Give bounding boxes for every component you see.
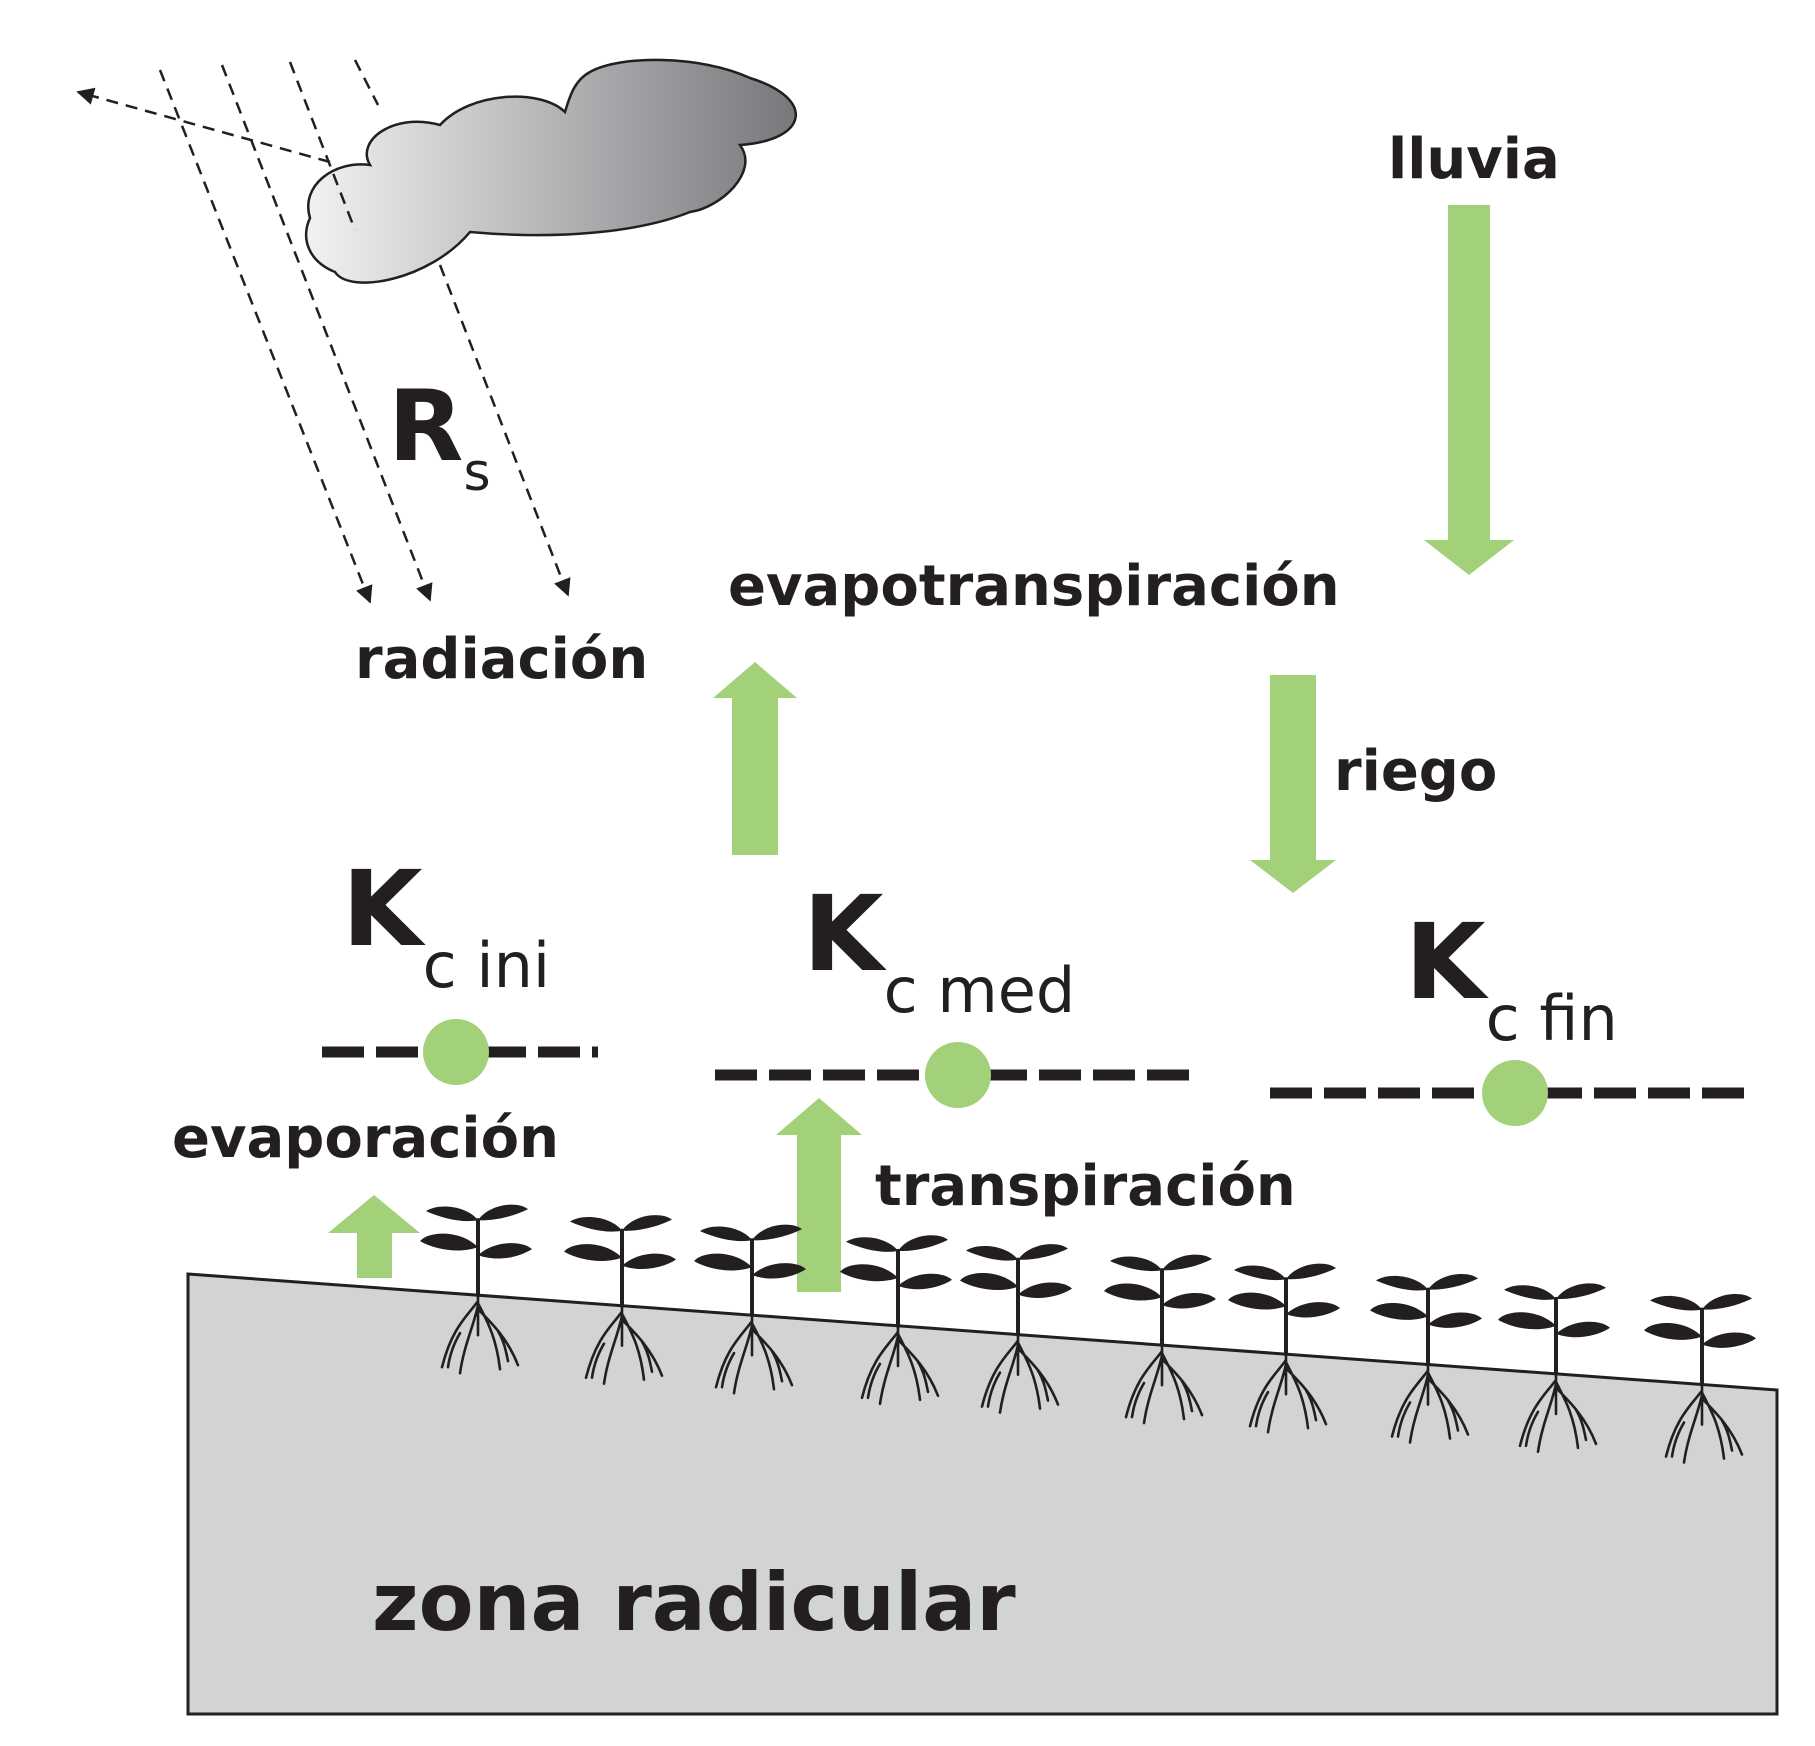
kc-fin-dot [1482, 1060, 1548, 1126]
radiation-ray-3 [288, 61, 357, 231]
kc-fin-label: Kc fin [1405, 901, 1618, 1055]
rain-arrow [1424, 205, 1514, 575]
soil-root-zone [186, 1272, 1779, 1716]
evapotranspiration-arrow [713, 662, 797, 855]
kc-ini-dot [423, 1019, 489, 1085]
irrigation-label: riego [1334, 739, 1497, 804]
radiation-ray-1 [158, 69, 373, 604]
radiation-ray-2 [220, 64, 433, 602]
radiation-ray-4 [353, 59, 380, 106]
transpiration-arrow [776, 1098, 862, 1292]
kc-ini-label: Kc ini [342, 848, 550, 1002]
evapotranspiration-label: evapotranspiración [728, 554, 1340, 619]
evaporation-arrow [328, 1195, 420, 1278]
transpiration-label: transpiración [875, 1154, 1296, 1219]
cloud-icon [304, 58, 797, 284]
radiation-label: radiación [355, 627, 648, 692]
evaporation-label: evaporación [172, 1106, 559, 1171]
rs-label: Rs [388, 370, 491, 503]
root-zone-label: zona radicular [372, 1556, 1016, 1649]
reflected-ray [76, 87, 331, 164]
irrigation-arrow [1250, 675, 1336, 893]
kc-med-dot [925, 1042, 991, 1108]
rain-label: lluvia [1388, 127, 1560, 192]
kc-med-label: Kc med [803, 873, 1075, 1027]
